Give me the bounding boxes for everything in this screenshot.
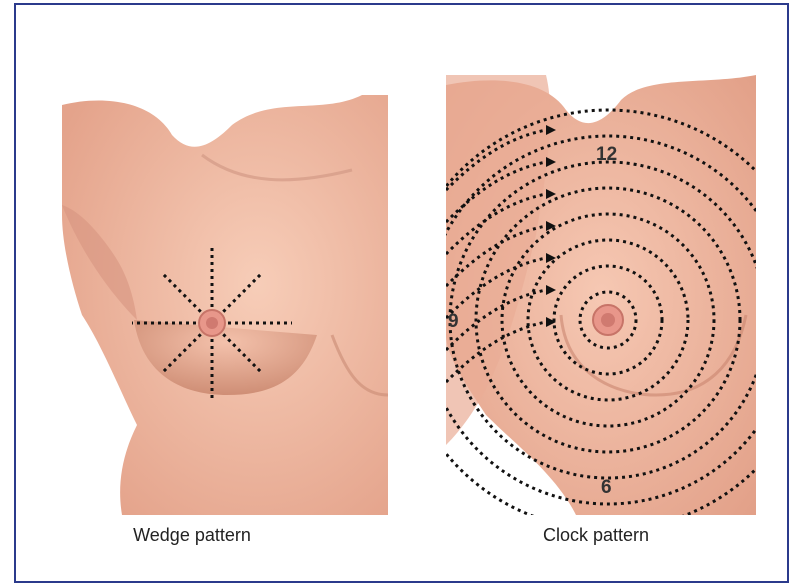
clock-number-six: 6	[601, 477, 612, 498]
clock-pattern-illustration: 12 9 6	[446, 75, 756, 515]
wedge-pattern-caption: Wedge pattern	[62, 525, 322, 546]
clock-pattern-caption: Clock pattern	[446, 525, 746, 546]
clock-number-nine: 9	[448, 311, 459, 332]
torso-shape	[62, 95, 388, 515]
clock-number-twelve: 12	[596, 144, 617, 165]
wedge-pattern-illustration	[62, 95, 388, 515]
